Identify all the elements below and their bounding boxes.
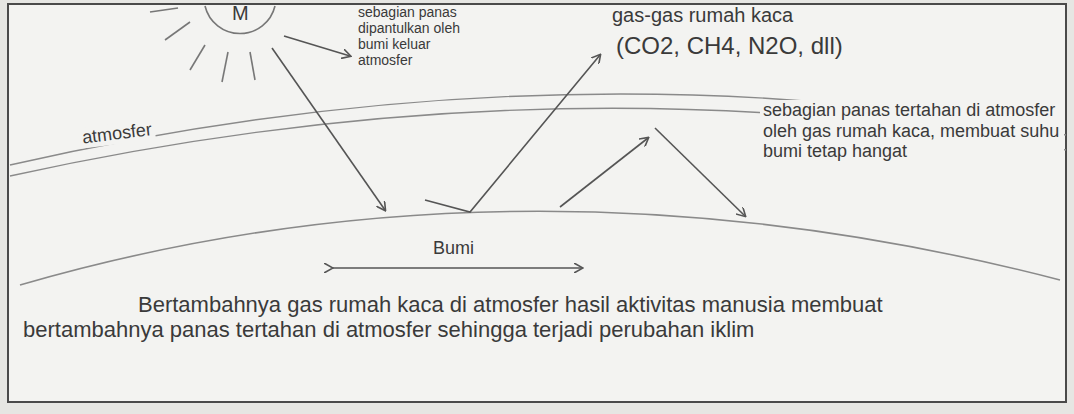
sun-letter: M [232, 2, 249, 25]
gas-formulas: (CO2, CH4, N2O, dll) [616, 32, 843, 60]
earth-label: Bumi [430, 238, 477, 259]
conclusion-text: Bertambahnya gas rumah kaca di atmosfer … [20, 292, 1011, 343]
earth-surface [20, 211, 1060, 285]
radiation-arrows [272, 36, 745, 268]
sun [150, 6, 275, 82]
atmosphere-band [10, 94, 1066, 176]
reflection-note: sebagian panas dipantulkan oleh bumi kel… [358, 4, 478, 68]
frame [8, 4, 1066, 402]
trapped-heat-note: sebagian panas tertahan di atmosfer oleh… [760, 100, 1064, 162]
gas-heading: gas-gas rumah kaca [612, 4, 793, 27]
